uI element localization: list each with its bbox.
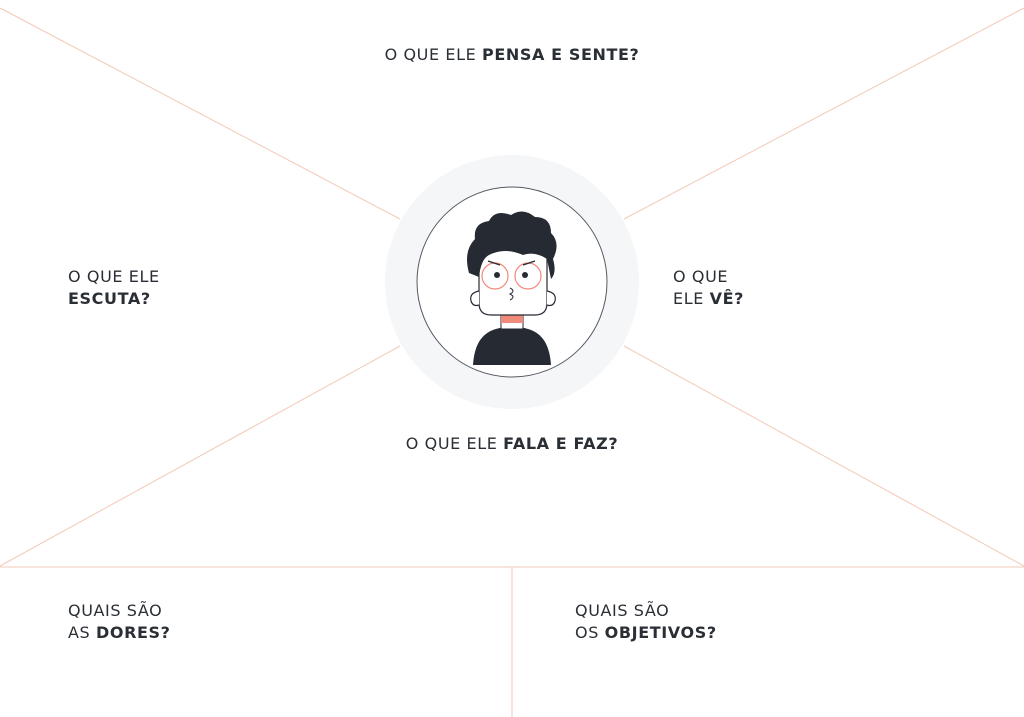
thinks-feels-bold: PENSA E SENTE?: [482, 45, 640, 64]
avatar-pupil-left: [494, 272, 500, 278]
divider-top-right: [623, 7, 1024, 220]
section-says-does: O QUE ELE FALA E FAZ?: [0, 433, 1024, 455]
divider-top-left: [0, 7, 401, 220]
sees-line2-bold: VÊ?: [709, 289, 745, 308]
pains-line2-bold: DORES?: [96, 623, 171, 642]
avatar-brow-right: [522, 260, 536, 266]
thinks-feels-normal: O QUE ELE: [384, 45, 477, 64]
goals-line2-bold: OBJETIVOS?: [604, 623, 717, 642]
says-does-bold: FALA E FAZ?: [503, 434, 619, 453]
avatar-pupil-right: [522, 272, 528, 278]
says-does-normal: O QUE ELE: [405, 434, 498, 453]
avatar-head: [478, 249, 548, 316]
goals-line2: OS OBJETIVOS?: [575, 622, 717, 644]
avatar-brow-left: [487, 260, 501, 266]
hears-line1: O QUE ELE: [68, 267, 160, 286]
sees-line1: O QUE: [673, 267, 729, 286]
sees-line2-normal: ELE: [673, 289, 704, 308]
goals-line1: QUAIS SÃO: [575, 601, 670, 620]
pains-line2-normal: AS: [68, 623, 91, 642]
divider-bottom-left: [0, 345, 401, 567]
avatar-mouth: [508, 287, 514, 301]
avatar-shirt: [473, 327, 551, 365]
avatar-collar: [501, 315, 523, 323]
sees-line2: ELE VÊ?: [673, 288, 744, 310]
section-hears: O QUE ELE ESCUTA?: [68, 266, 160, 310]
section-goals: QUAIS SÃO OS OBJETIVOS?: [575, 600, 717, 644]
section-pains: QUAIS SÃO AS DORES?: [68, 600, 171, 644]
hears-line2: ESCUTA?: [68, 289, 151, 308]
section-sees: O QUE ELE VÊ?: [673, 266, 744, 310]
avatar-illustration: [385, 155, 639, 409]
divider-bottom-right: [623, 345, 1024, 567]
pains-line2: AS DORES?: [68, 622, 171, 644]
pains-line1: QUAIS SÃO: [68, 601, 163, 620]
avatar-hair: [467, 211, 557, 279]
avatar-ear-right: [546, 290, 556, 307]
section-thinks-feels: O QUE ELE PENSA E SENTE?: [0, 44, 1024, 66]
goals-line2-normal: OS: [575, 623, 599, 642]
person-avatar-icon: [385, 155, 639, 409]
avatar-ear-left: [470, 290, 480, 307]
